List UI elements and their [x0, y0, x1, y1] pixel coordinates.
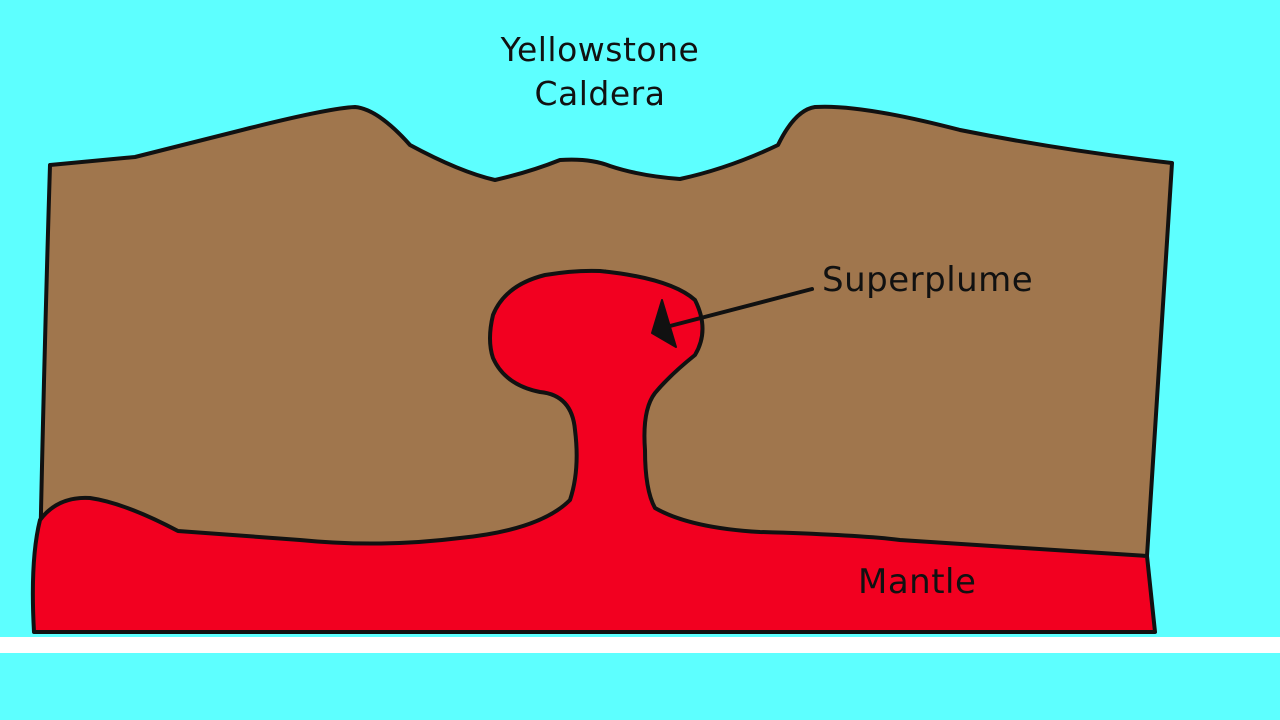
superplume-label: Superplume [822, 260, 1034, 300]
ground-band [0, 637, 1280, 653]
magma-body [30, 268, 1157, 634]
superplume-arrow-head-icon [651, 299, 677, 348]
caldera-title-line1: Yellowstone [500, 30, 700, 69]
caldera-title: Yellowstone Caldera [440, 28, 760, 116]
superplume-arrow-shaft [668, 287, 814, 328]
mantle-label: Mantle [858, 562, 977, 602]
caldera-title-line2: Caldera [534, 74, 666, 113]
